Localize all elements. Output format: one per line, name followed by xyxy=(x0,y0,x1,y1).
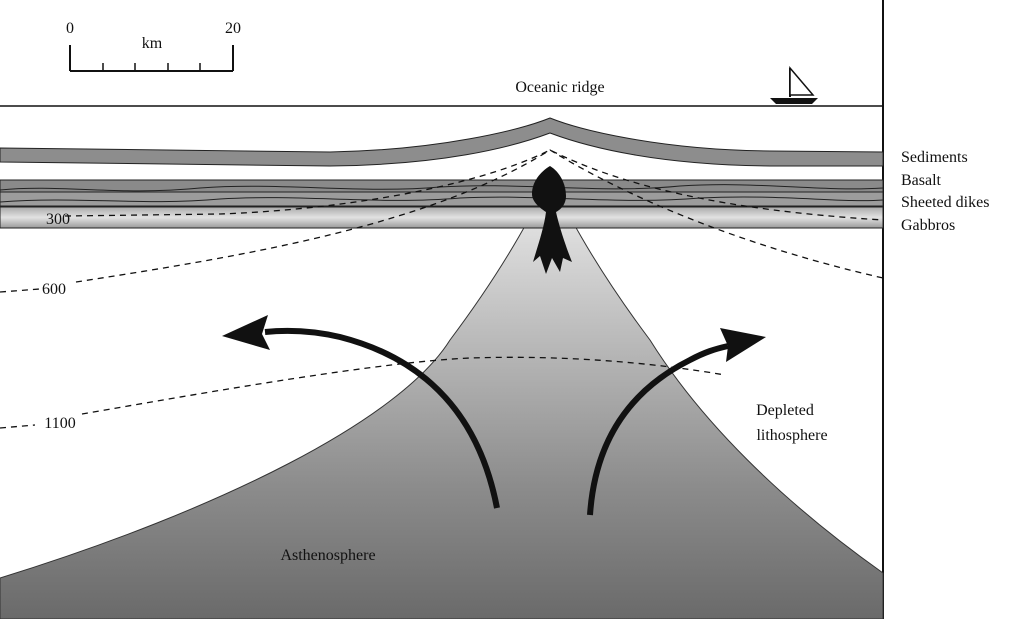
scale-bar: 0 20 km xyxy=(66,20,241,71)
sailboat-icon xyxy=(770,68,818,104)
asthenosphere-label: Asthenosphere xyxy=(280,547,375,564)
scale-max-label: 20 xyxy=(225,20,241,37)
depleted-lithosphere-label-line1: Depleted xyxy=(756,402,814,419)
layer-label-sediments: Sediments xyxy=(901,149,968,166)
layer-label-basalt: Basalt xyxy=(901,172,942,189)
scale-unit-label: km xyxy=(142,35,163,52)
layer-label-gabbros: Gabbros xyxy=(901,217,955,234)
oceanic-ridge-label: Oceanic ridge xyxy=(515,79,604,96)
depleted-lithosphere-label-line2: lithosphere xyxy=(756,427,827,444)
isotherm-600-label: 600 xyxy=(42,281,66,298)
scale-min-label: 0 xyxy=(66,20,74,37)
gabbros-layer xyxy=(0,207,883,228)
isotherm-300-label: 300 xyxy=(46,211,70,228)
layer-label-sheeted-dikes: Sheeted dikes xyxy=(901,194,989,211)
isotherm-1100-label: 1100 xyxy=(44,415,75,432)
sediments-layer xyxy=(0,118,883,166)
